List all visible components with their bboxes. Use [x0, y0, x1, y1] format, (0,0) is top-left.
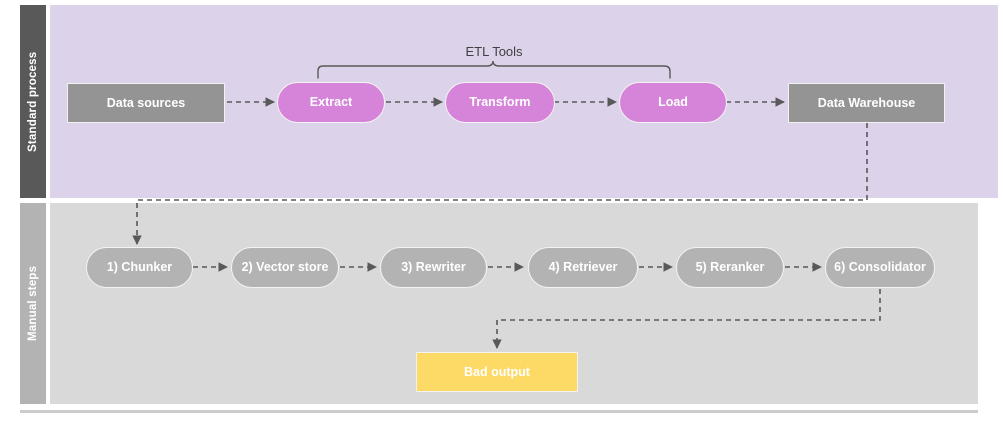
node-reranker[interactable]: 5) Reranker	[676, 247, 784, 288]
etl-tools-label: ETL Tools	[465, 44, 523, 59]
node-data-warehouse[interactable]: Data Warehouse	[788, 83, 945, 123]
node-consolidator[interactable]: 6) Consolidator	[825, 247, 935, 288]
node-load[interactable]: Load	[619, 82, 727, 123]
node-vector-store[interactable]: 2) Vector store	[231, 247, 339, 288]
lane-label-manual-steps: Manual steps	[20, 203, 46, 404]
bottom-divider	[20, 410, 978, 413]
node-retriever[interactable]: 4) Retriever	[528, 247, 638, 288]
node-rewriter[interactable]: 3) Rewriter	[380, 247, 487, 288]
lane-label-standard-process: Standard process	[20, 5, 46, 198]
node-bad-output[interactable]: Bad output	[416, 352, 578, 392]
node-data-sources[interactable]: Data sources	[67, 83, 225, 123]
node-transform[interactable]: Transform	[445, 82, 555, 123]
node-chunker[interactable]: 1) Chunker	[86, 247, 193, 288]
node-extract[interactable]: Extract	[277, 82, 385, 123]
